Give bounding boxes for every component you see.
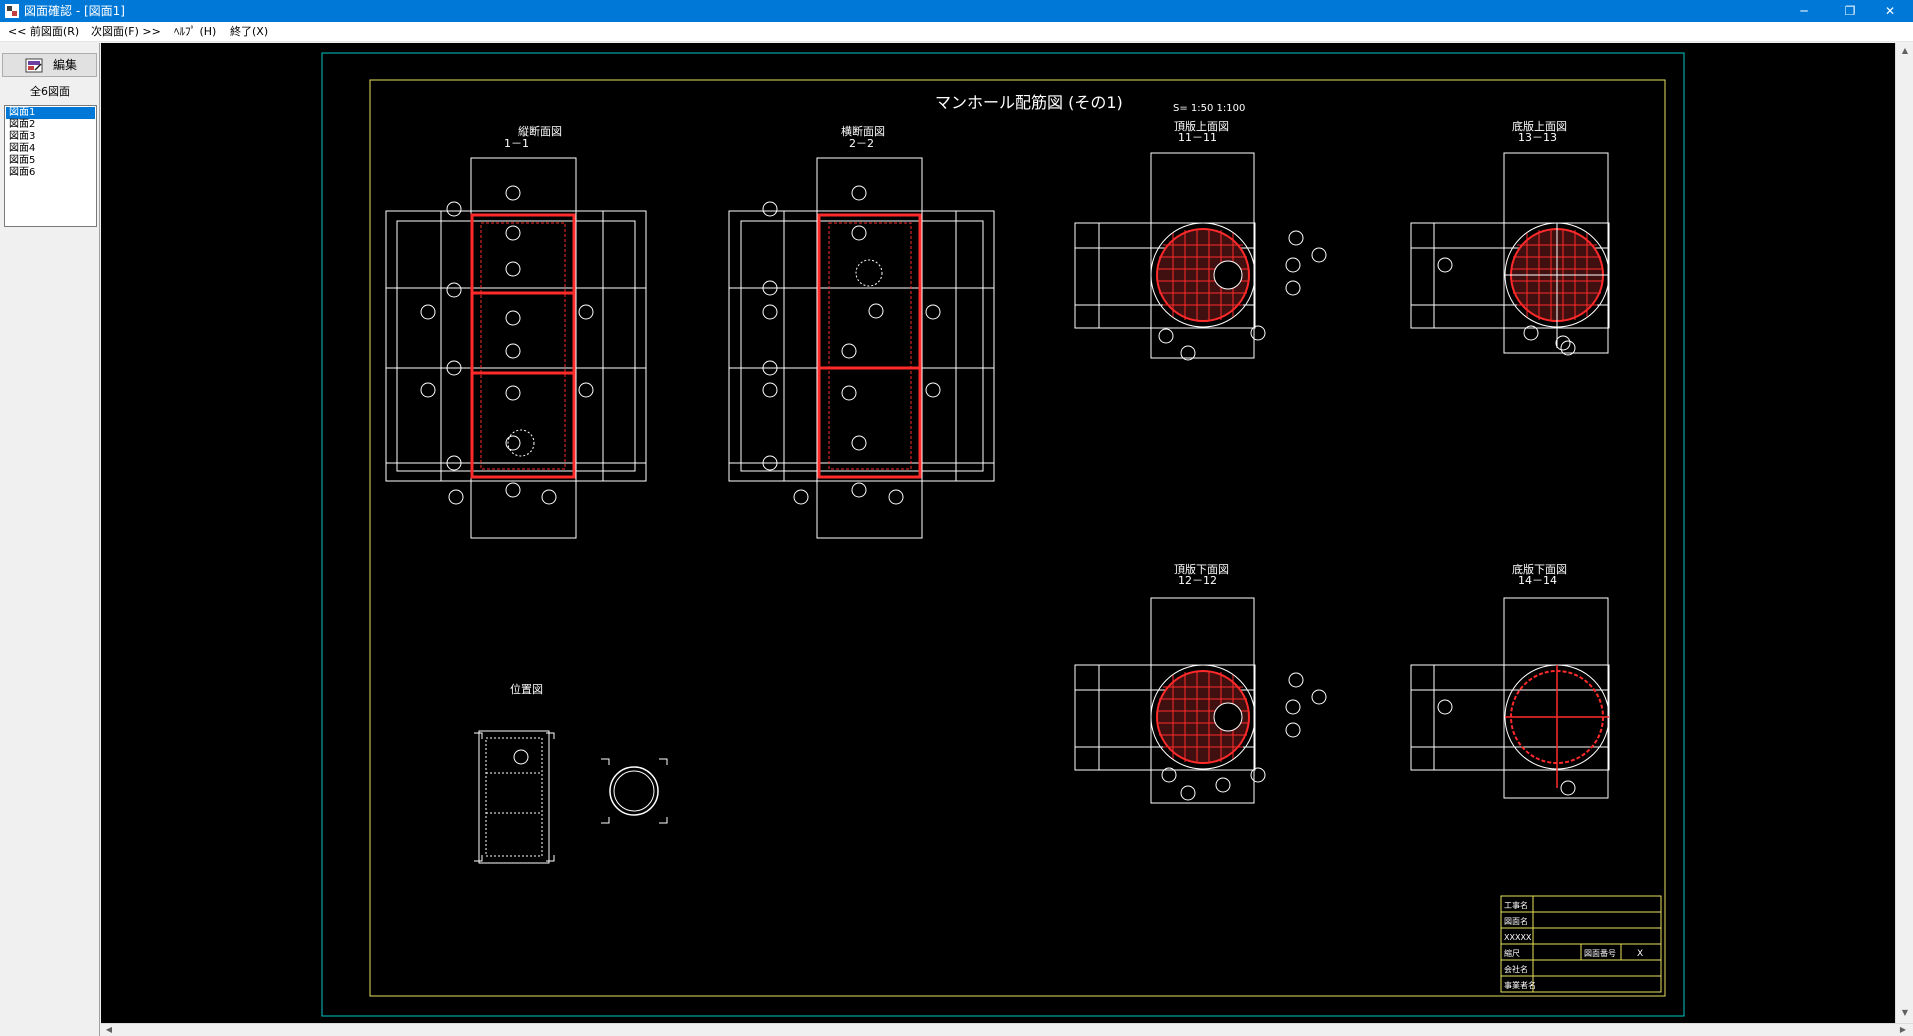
- view-bottom-slab-upper: 底版上面図 13－13: [1410, 119, 1610, 356]
- inner-frame: [369, 79, 1666, 997]
- view-label: 頂版下面図: [1174, 562, 1229, 576]
- menu-exit[interactable]: 終了(X): [230, 25, 269, 38]
- title-block: 工事名 図面名 XXXXX 縮尺 会社名 事業者名 図面番号 X: [1500, 895, 1662, 993]
- title-block-label: 工事名: [1504, 900, 1528, 910]
- list-item[interactable]: 図面5: [9, 155, 36, 166]
- title-block-label: 図面名: [1504, 916, 1528, 926]
- view-transverse-section: 横断面図 2－2: [728, 124, 995, 539]
- view-top-slab-upper: 頂版上面図 11－11: [1074, 119, 1327, 361]
- close-button[interactable]: ✕: [1884, 4, 1896, 18]
- drawing-scale: S= 1:50 1:100: [1173, 103, 1245, 114]
- view-label: 底版上面図: [1512, 119, 1567, 133]
- list-item[interactable]: 図面6: [9, 167, 36, 178]
- view-section-label: 12－12: [1178, 574, 1217, 587]
- menu-help[interactable]: ﾍﾙﾌﾟ (H): [174, 25, 217, 38]
- scroll-down-icon[interactable]: ▼: [1901, 1008, 1909, 1017]
- total-drawings-label: 全6図面: [30, 85, 70, 98]
- edit-icon: [25, 58, 43, 73]
- app-icon: [5, 4, 19, 18]
- title-block-label: 会社名: [1504, 964, 1528, 974]
- minimize-button[interactable]: ─: [1800, 4, 1808, 18]
- view-label: 頂版上面図: [1174, 119, 1229, 133]
- view-label: 底版下面図: [1512, 562, 1567, 576]
- title-block-mark: X: [1637, 949, 1643, 959]
- window-title: 図面確認 - [図面1]: [24, 4, 125, 18]
- outer-frame: [321, 52, 1685, 1017]
- scroll-up-icon[interactable]: ▲: [1901, 46, 1909, 55]
- view-bottom-slab-lower: 底版下面図 14－14: [1410, 562, 1610, 799]
- view-label: 縦断面図: [518, 124, 562, 138]
- view-section-label: 1－1: [504, 137, 529, 150]
- restore-button[interactable]: ❐: [1844, 4, 1856, 18]
- view-location-plan: 位置図: [474, 682, 668, 864]
- side-panel: 編集 全6図面 図面1 図面2 図面3 図面4 図面5 図面6: [0, 43, 100, 1036]
- drawing-svg: マンホール配筋図 (その1) S= 1:50 1:100 縦断面図 1－1: [321, 52, 1685, 1017]
- scroll-left-icon[interactable]: ◀: [105, 1025, 113, 1034]
- list-item[interactable]: 図面1: [6, 107, 95, 119]
- view-label: 位置図: [510, 682, 543, 696]
- menu-prev-drawing[interactable]: << 前図面(R): [8, 25, 80, 38]
- view-section-label: 2－2: [849, 137, 874, 150]
- view-label: 横断面図: [841, 124, 885, 138]
- list-item[interactable]: 図面3: [9, 131, 36, 142]
- drawing-list[interactable]: 図面1 図面2 図面3 図面4 図面5 図面6: [4, 105, 97, 227]
- title-block-label: 事業者名: [1504, 980, 1536, 990]
- horizontal-scrollbar[interactable]: ◀ ▶: [101, 1023, 1913, 1036]
- edit-button[interactable]: 編集: [2, 53, 97, 77]
- title-bar: 図面確認 - [図面1] ─ ❐ ✕: [0, 0, 1913, 22]
- title-block-label: 縮尺: [1504, 948, 1520, 958]
- vertical-scrollbar[interactable]: ▲ ▼: [1895, 43, 1913, 1023]
- drawing-canvas[interactable]: マンホール配筋図 (その1) S= 1:50 1:100 縦断面図 1－1: [101, 43, 1895, 1023]
- view-longitudinal-section: 縦断面図 1－1: [385, 124, 647, 539]
- drawing-title: マンホール配筋図 (その1): [935, 93, 1123, 112]
- view-top-slab-lower: 頂版下面図 12－12: [1074, 562, 1327, 804]
- list-item[interactable]: 図面4: [9, 143, 36, 154]
- edit-button-label: 編集: [53, 58, 78, 72]
- scroll-right-icon[interactable]: ▶: [1899, 1025, 1907, 1034]
- view-section-label: 11－11: [1178, 131, 1217, 144]
- title-block-label: XXXXX: [1504, 933, 1532, 942]
- list-item[interactable]: 図面2: [9, 119, 36, 130]
- view-section-label: 13－13: [1518, 131, 1557, 144]
- menu-bar: << 前図面(R) 次図面(F) >> ﾍﾙﾌﾟ (H) 終了(X): [0, 22, 1913, 42]
- view-section-label: 14－14: [1518, 574, 1557, 587]
- menu-next-drawing[interactable]: 次図面(F) >>: [91, 25, 161, 38]
- drawing-number-label: 図面番号: [1584, 948, 1616, 958]
